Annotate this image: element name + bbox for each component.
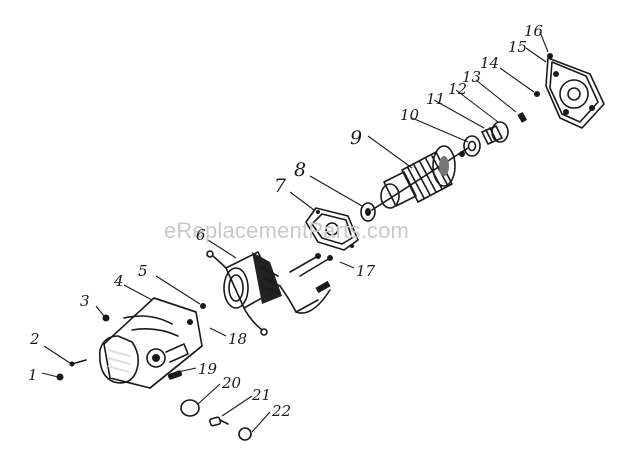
callout-9: 9 xyxy=(350,127,362,149)
callout-20: 20 xyxy=(221,374,242,392)
part-19-switch xyxy=(167,370,183,380)
callout-7: 7 xyxy=(274,175,287,197)
callout-19: 19 xyxy=(198,360,218,378)
callout-1: 1 xyxy=(28,366,38,384)
callout-11: 11 xyxy=(426,90,445,108)
callout-6: 6 xyxy=(196,226,206,244)
part-10-bearing xyxy=(463,135,481,157)
callout-2: 2 xyxy=(29,330,40,348)
callout-8: 8 xyxy=(294,159,306,181)
part-9-armature xyxy=(371,145,469,211)
part-2-screw xyxy=(69,359,87,367)
callout-13: 13 xyxy=(462,68,481,86)
part-17-screws xyxy=(289,253,333,277)
part-21-brush xyxy=(209,416,229,427)
callout-numbers: 1 2 3 4 5 6 7 8 9 10 11 12 13 14 15 16 1… xyxy=(28,22,544,420)
part-11-pinion xyxy=(481,125,503,145)
part-22-cap xyxy=(238,427,252,441)
watermark: eReplacementParts.com xyxy=(164,218,409,243)
part-1-screw xyxy=(56,373,64,381)
part-6-field-stator xyxy=(206,250,331,336)
part-15-end-bell xyxy=(545,57,605,129)
part-7-baffle xyxy=(305,207,359,251)
callout-4: 4 xyxy=(113,272,124,290)
callout-14: 14 xyxy=(480,54,499,72)
callout-3: 3 xyxy=(80,292,90,310)
callout-18: 18 xyxy=(228,330,247,348)
callout-17: 17 xyxy=(356,262,376,280)
part-8-washer xyxy=(360,202,376,222)
callout-22: 22 xyxy=(271,402,291,420)
part-13-clip xyxy=(517,112,528,123)
part-16-screw xyxy=(547,53,553,59)
part-20-brush-cap xyxy=(180,399,200,417)
callout-16: 16 xyxy=(524,22,544,40)
part-5-screw xyxy=(200,303,206,309)
callout-10: 10 xyxy=(400,106,420,124)
callout-15: 15 xyxy=(508,38,527,56)
part-4-motor-housing xyxy=(98,297,203,389)
callout-5: 5 xyxy=(138,262,148,280)
part-3-screw xyxy=(102,314,110,322)
callout-21: 21 xyxy=(251,386,271,404)
part-14-washer xyxy=(534,91,540,97)
leader-lines xyxy=(41,31,549,433)
callout-12: 12 xyxy=(448,80,467,98)
